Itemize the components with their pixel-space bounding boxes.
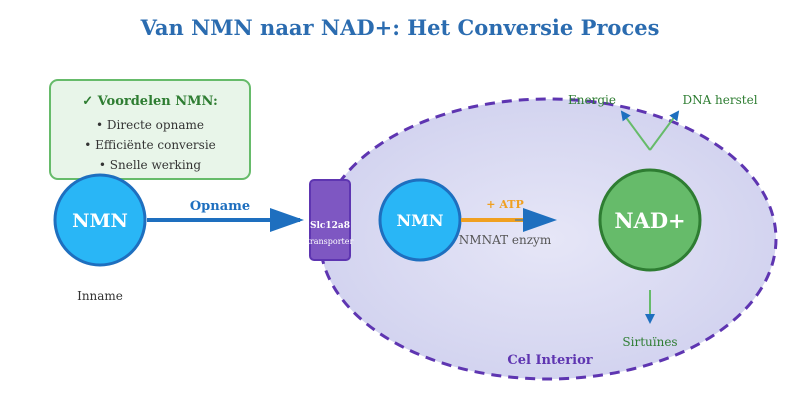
energy-label: Energie <box>568 93 616 107</box>
benefits-box: ✓ Voordelen NMN: • Directe opname • Effi… <box>49 79 251 180</box>
inside-nmn-node: NMN <box>378 178 462 262</box>
nad-label: NAD+ <box>614 208 685 233</box>
sirtuins-label: Sirtuïnes <box>622 335 677 349</box>
outside-nmn-node: NMN <box>53 173 147 267</box>
slc12a8-transporter: Slc12a8 transporter <box>307 179 354 261</box>
dna-arrow <box>649 110 680 151</box>
intake-label: Inname <box>77 289 123 303</box>
diagram-title: Van NMN naar NAD+: Het Conversie Proces <box>140 15 660 40</box>
benefit-item: • Efficiënte conversie <box>84 138 216 152</box>
uptake-label: Opname <box>190 199 250 214</box>
cell-interior-label: Cel Interior <box>507 353 592 368</box>
benefit-item: • Directe opname <box>96 118 204 132</box>
outside-nmn-label: NMN <box>72 210 128 232</box>
dna-label: DNA herstel <box>682 93 757 107</box>
transporter-name: Slc12a8 <box>310 221 350 231</box>
enzyme-label: NMNAT enzym <box>459 233 552 247</box>
benefit-item: • Snelle werking <box>99 158 201 172</box>
energy-arrow <box>620 110 651 151</box>
atp-label: + ATP <box>486 198 523 211</box>
inside-nmn-label: NMN <box>397 211 444 230</box>
nad-node: NAD+ <box>598 168 702 272</box>
transporter-sub: transporter <box>307 237 354 246</box>
benefits-heading: ✓ Voordelen NMN: <box>82 94 218 109</box>
